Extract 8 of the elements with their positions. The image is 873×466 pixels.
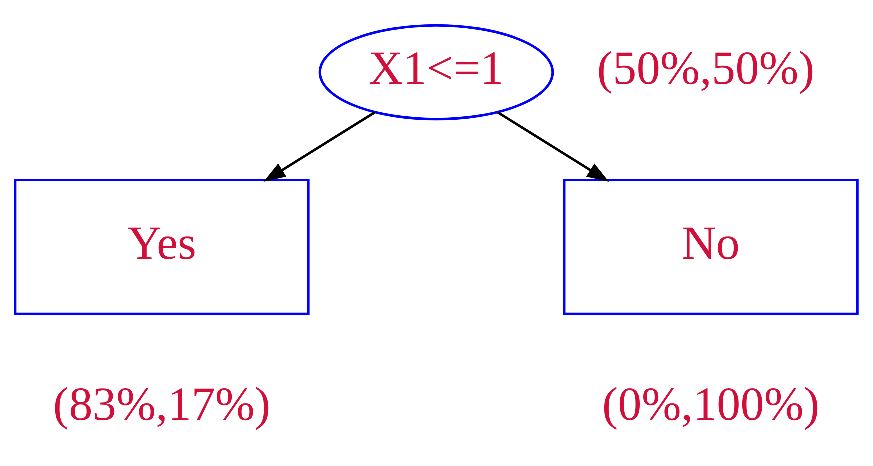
arrow [264,111,376,182]
node-label: (83%,17%) [53,378,271,430]
node-box: Yes [14,178,310,315]
node-label: (50%,50%) [597,42,815,95]
node-ellipse: X1<=1 [318,24,554,120]
node-box: No [563,178,859,315]
node-label: (0%,100%) [602,378,820,430]
arrow [497,111,610,182]
